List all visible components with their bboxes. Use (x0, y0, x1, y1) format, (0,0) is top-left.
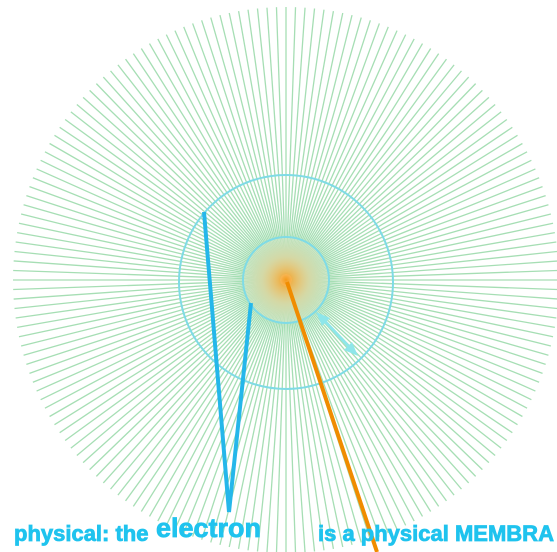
field-line (290, 285, 462, 490)
caption-physical-the: physical: the (14, 521, 148, 546)
field-line (288, 286, 362, 543)
field-line (77, 105, 282, 277)
field-line (292, 205, 549, 279)
field-line (290, 71, 462, 276)
field-line (211, 18, 285, 275)
field-line (24, 282, 281, 356)
field-line (111, 71, 283, 276)
field-line (24, 205, 281, 279)
field-line (292, 282, 549, 356)
field-line (111, 285, 283, 490)
caption-electron: electron (156, 513, 261, 543)
field-line (291, 284, 496, 456)
field-line (288, 18, 362, 275)
caption-is-a-physical-membra: is a physical MEMBRA (318, 521, 554, 546)
field-line (291, 105, 496, 277)
